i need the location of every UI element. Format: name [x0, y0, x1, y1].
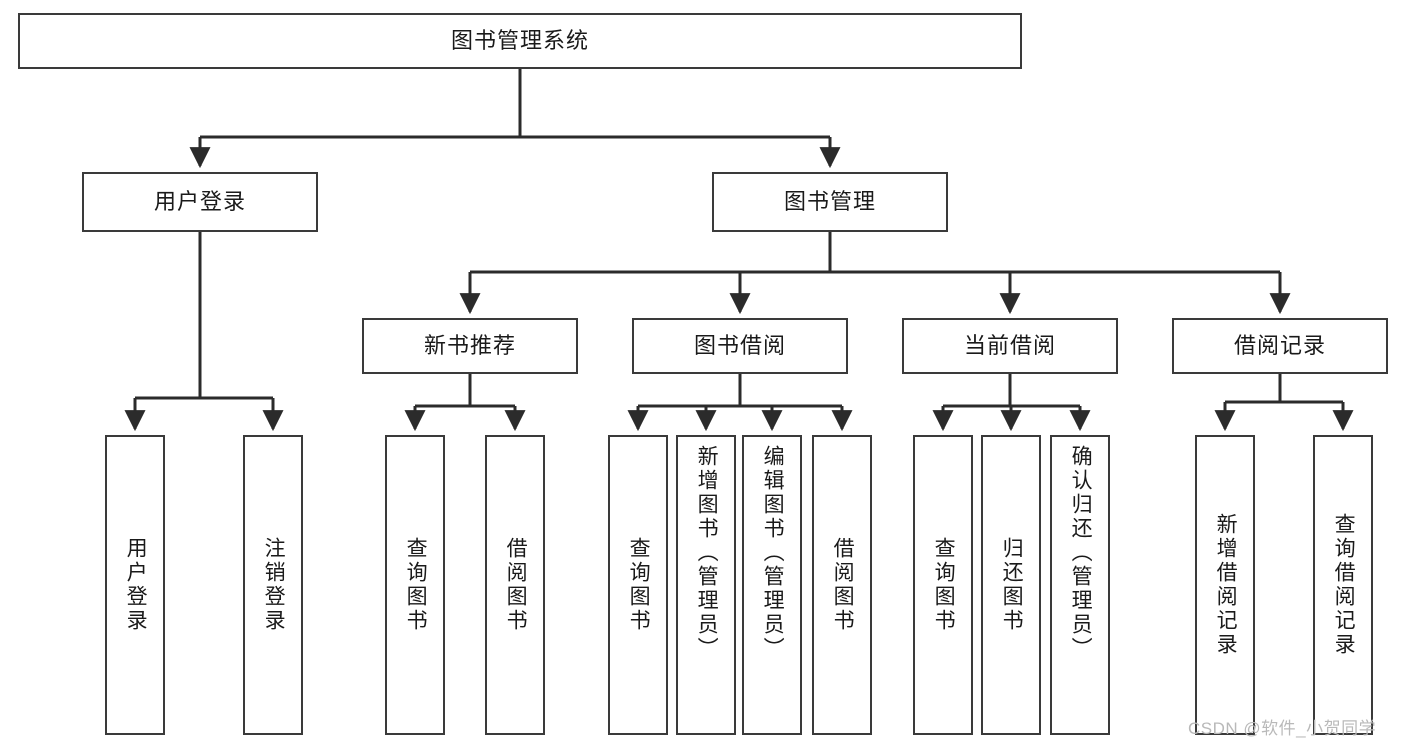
node-new-book-recommend[interactable]: 新书推荐 [362, 318, 578, 374]
leaf-add-borrow-record-label: 新增借阅记录 [1214, 513, 1238, 657]
node-new-book-recommend-label: 新书推荐 [423, 332, 516, 358]
leaf-query-books-borrow-label: 查询图书 [627, 537, 651, 633]
node-user-login[interactable]: 用户登录 [82, 172, 318, 232]
leaf-user-login-label: 用户登录 [124, 537, 148, 633]
leaf-edit-book-admin-label: 编辑图书（管理员） [761, 445, 785, 661]
node-borrow-records-label: 借阅记录 [1233, 332, 1326, 358]
leaf-query-books-borrow[interactable]: 查询图书 [608, 435, 668, 735]
leaf-add-book-admin[interactable]: 新增图书（管理员） [676, 435, 736, 735]
node-root-system-label: 图书管理系统 [450, 27, 589, 53]
leaf-borrow-books-label: 借阅图书 [831, 537, 855, 633]
leaf-query-books-recommend[interactable]: 查询图书 [385, 435, 445, 735]
csdn-watermark: CSDN @软件_小贺同学 [1188, 719, 1377, 738]
node-user-login-label: 用户登录 [153, 188, 246, 214]
leaf-add-borrow-record[interactable]: 新增借阅记录 [1195, 435, 1255, 735]
leaf-query-books-current-label: 查询图书 [932, 537, 956, 633]
node-book-borrow[interactable]: 图书借阅 [632, 318, 848, 374]
leaf-user-logout-label: 注销登录 [262, 537, 286, 633]
leaf-borrow-books[interactable]: 借阅图书 [812, 435, 872, 735]
leaf-borrow-books-recommend-label: 借阅图书 [504, 537, 528, 633]
leaf-return-books[interactable]: 归还图书 [981, 435, 1041, 735]
leaf-add-book-admin-label: 新增图书（管理员） [695, 445, 719, 661]
leaf-confirm-return-admin-label: 确认归还（管理员） [1069, 445, 1093, 661]
leaf-query-books-recommend-label: 查询图书 [404, 537, 428, 633]
node-book-borrow-label: 图书借阅 [693, 332, 786, 358]
node-root-system[interactable]: 图书管理系统 [18, 13, 1022, 69]
node-current-borrow[interactable]: 当前借阅 [902, 318, 1118, 374]
leaf-user-login[interactable]: 用户登录 [105, 435, 165, 735]
leaf-confirm-return-admin[interactable]: 确认归还（管理员） [1050, 435, 1110, 735]
leaf-borrow-books-recommend[interactable]: 借阅图书 [485, 435, 545, 735]
leaf-return-books-label: 归还图书 [1000, 537, 1024, 633]
leaf-query-borrow-record-label: 查询借阅记录 [1332, 513, 1356, 657]
node-book-management[interactable]: 图书管理 [712, 172, 948, 232]
node-book-management-label: 图书管理 [783, 188, 876, 214]
leaf-query-borrow-record[interactable]: 查询借阅记录 [1313, 435, 1373, 735]
leaf-user-logout[interactable]: 注销登录 [243, 435, 303, 735]
leaf-edit-book-admin[interactable]: 编辑图书（管理员） [742, 435, 802, 735]
leaf-query-books-current[interactable]: 查询图书 [913, 435, 973, 735]
node-current-borrow-label: 当前借阅 [963, 332, 1056, 358]
node-borrow-records[interactable]: 借阅记录 [1172, 318, 1388, 374]
